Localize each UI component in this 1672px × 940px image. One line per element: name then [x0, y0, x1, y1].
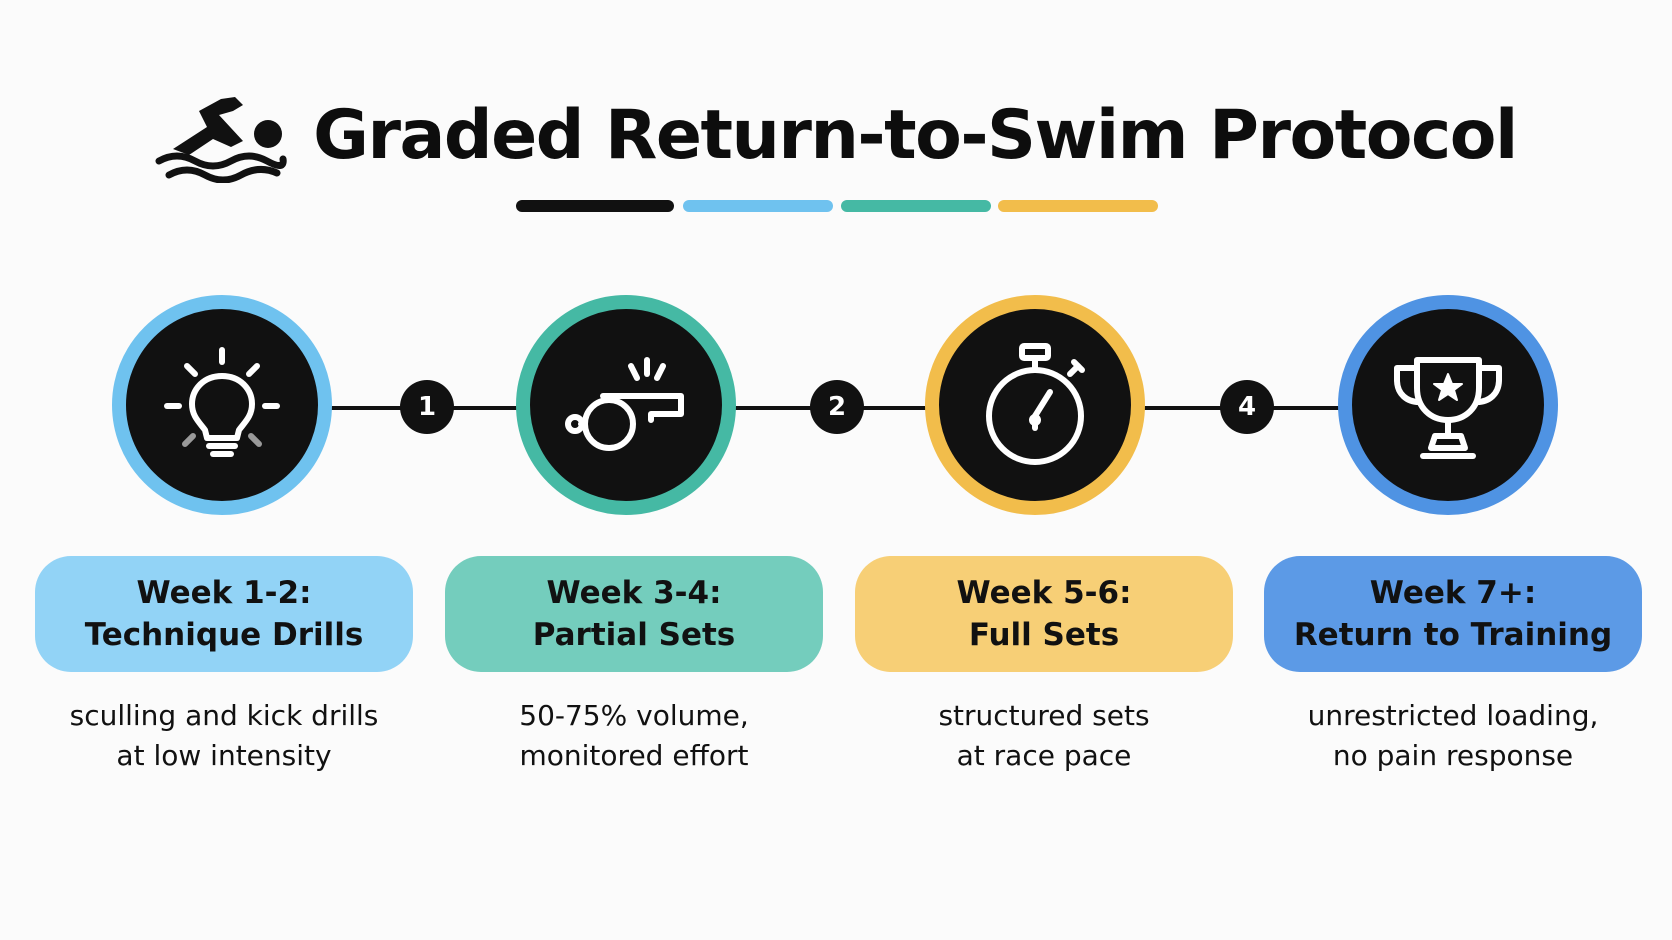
step-3-title-pill: Week 5-6: Full Sets [855, 556, 1233, 672]
step-1-description: sculling and kick drills at low intensit… [14, 696, 434, 776]
step-2-desc-line1: 50-75% volume, [519, 699, 749, 732]
step-4-title-line2: Return to Training [1293, 617, 1613, 653]
stopwatch-icon [986, 343, 1085, 465]
step-2-number-badge: 2 [810, 380, 864, 434]
step-3-desc-line2: at race pace [956, 739, 1132, 772]
step-2-title-pill: Week 3-4: Partial Sets [445, 556, 823, 672]
step-4-title-pill: Week 7+: Return to Training [1264, 556, 1642, 672]
step-4-desc-line1: unrestricted loading, [1307, 699, 1599, 732]
step-2-description: 50-75% volume, monitored effort [424, 696, 844, 776]
step-2-title-line2: Partial Sets [532, 617, 736, 653]
swimmer-icon [155, 97, 287, 183]
step-2-circle [516, 295, 736, 515]
step-1-circle [112, 295, 332, 515]
step-4-title-line1: Week 7+: [1369, 575, 1537, 611]
whistle-icon [565, 357, 684, 451]
header: Graded Return-to-Swim Protocol [0, 80, 1672, 190]
step-2-title-line1: Week 3-4: [546, 575, 722, 611]
step-3-number-badge: 4 [1220, 380, 1274, 434]
step-4-desc-line2: no pain response [1332, 739, 1574, 772]
step-1-title-pill: Week 1-2: Technique Drills [35, 556, 413, 672]
step-1-number-badge: 1 [400, 380, 454, 434]
step-1-title-line2: Technique Drills [84, 617, 364, 653]
step-4-circle [1338, 295, 1558, 515]
step-1-title-line1: Week 1-2: [136, 575, 312, 611]
step-3-title-line1: Week 5-6: [956, 575, 1132, 611]
step-3-description: structured sets at race pace [834, 696, 1254, 776]
title-bar-black [516, 200, 674, 212]
step-1-desc-line1: sculling and kick drills [69, 699, 379, 732]
step-3-circle [925, 295, 1145, 515]
trophy-icon [1394, 357, 1502, 459]
step-2-desc-line2: monitored effort [519, 739, 749, 772]
step-4-description: unrestricted loading, no pain response [1243, 696, 1663, 776]
step-1-desc-line2: at low intensity [116, 739, 332, 772]
step-3-title-line2: Full Sets [968, 617, 1120, 653]
lightbulb-icon [164, 347, 280, 457]
step-3-desc-line1: structured sets [938, 699, 1150, 732]
page-title: Graded Return-to-Swim Protocol [313, 95, 1518, 175]
title-bar-yellow [998, 200, 1158, 212]
title-bar-teal [841, 200, 991, 212]
title-bar-light-blue [683, 200, 833, 212]
